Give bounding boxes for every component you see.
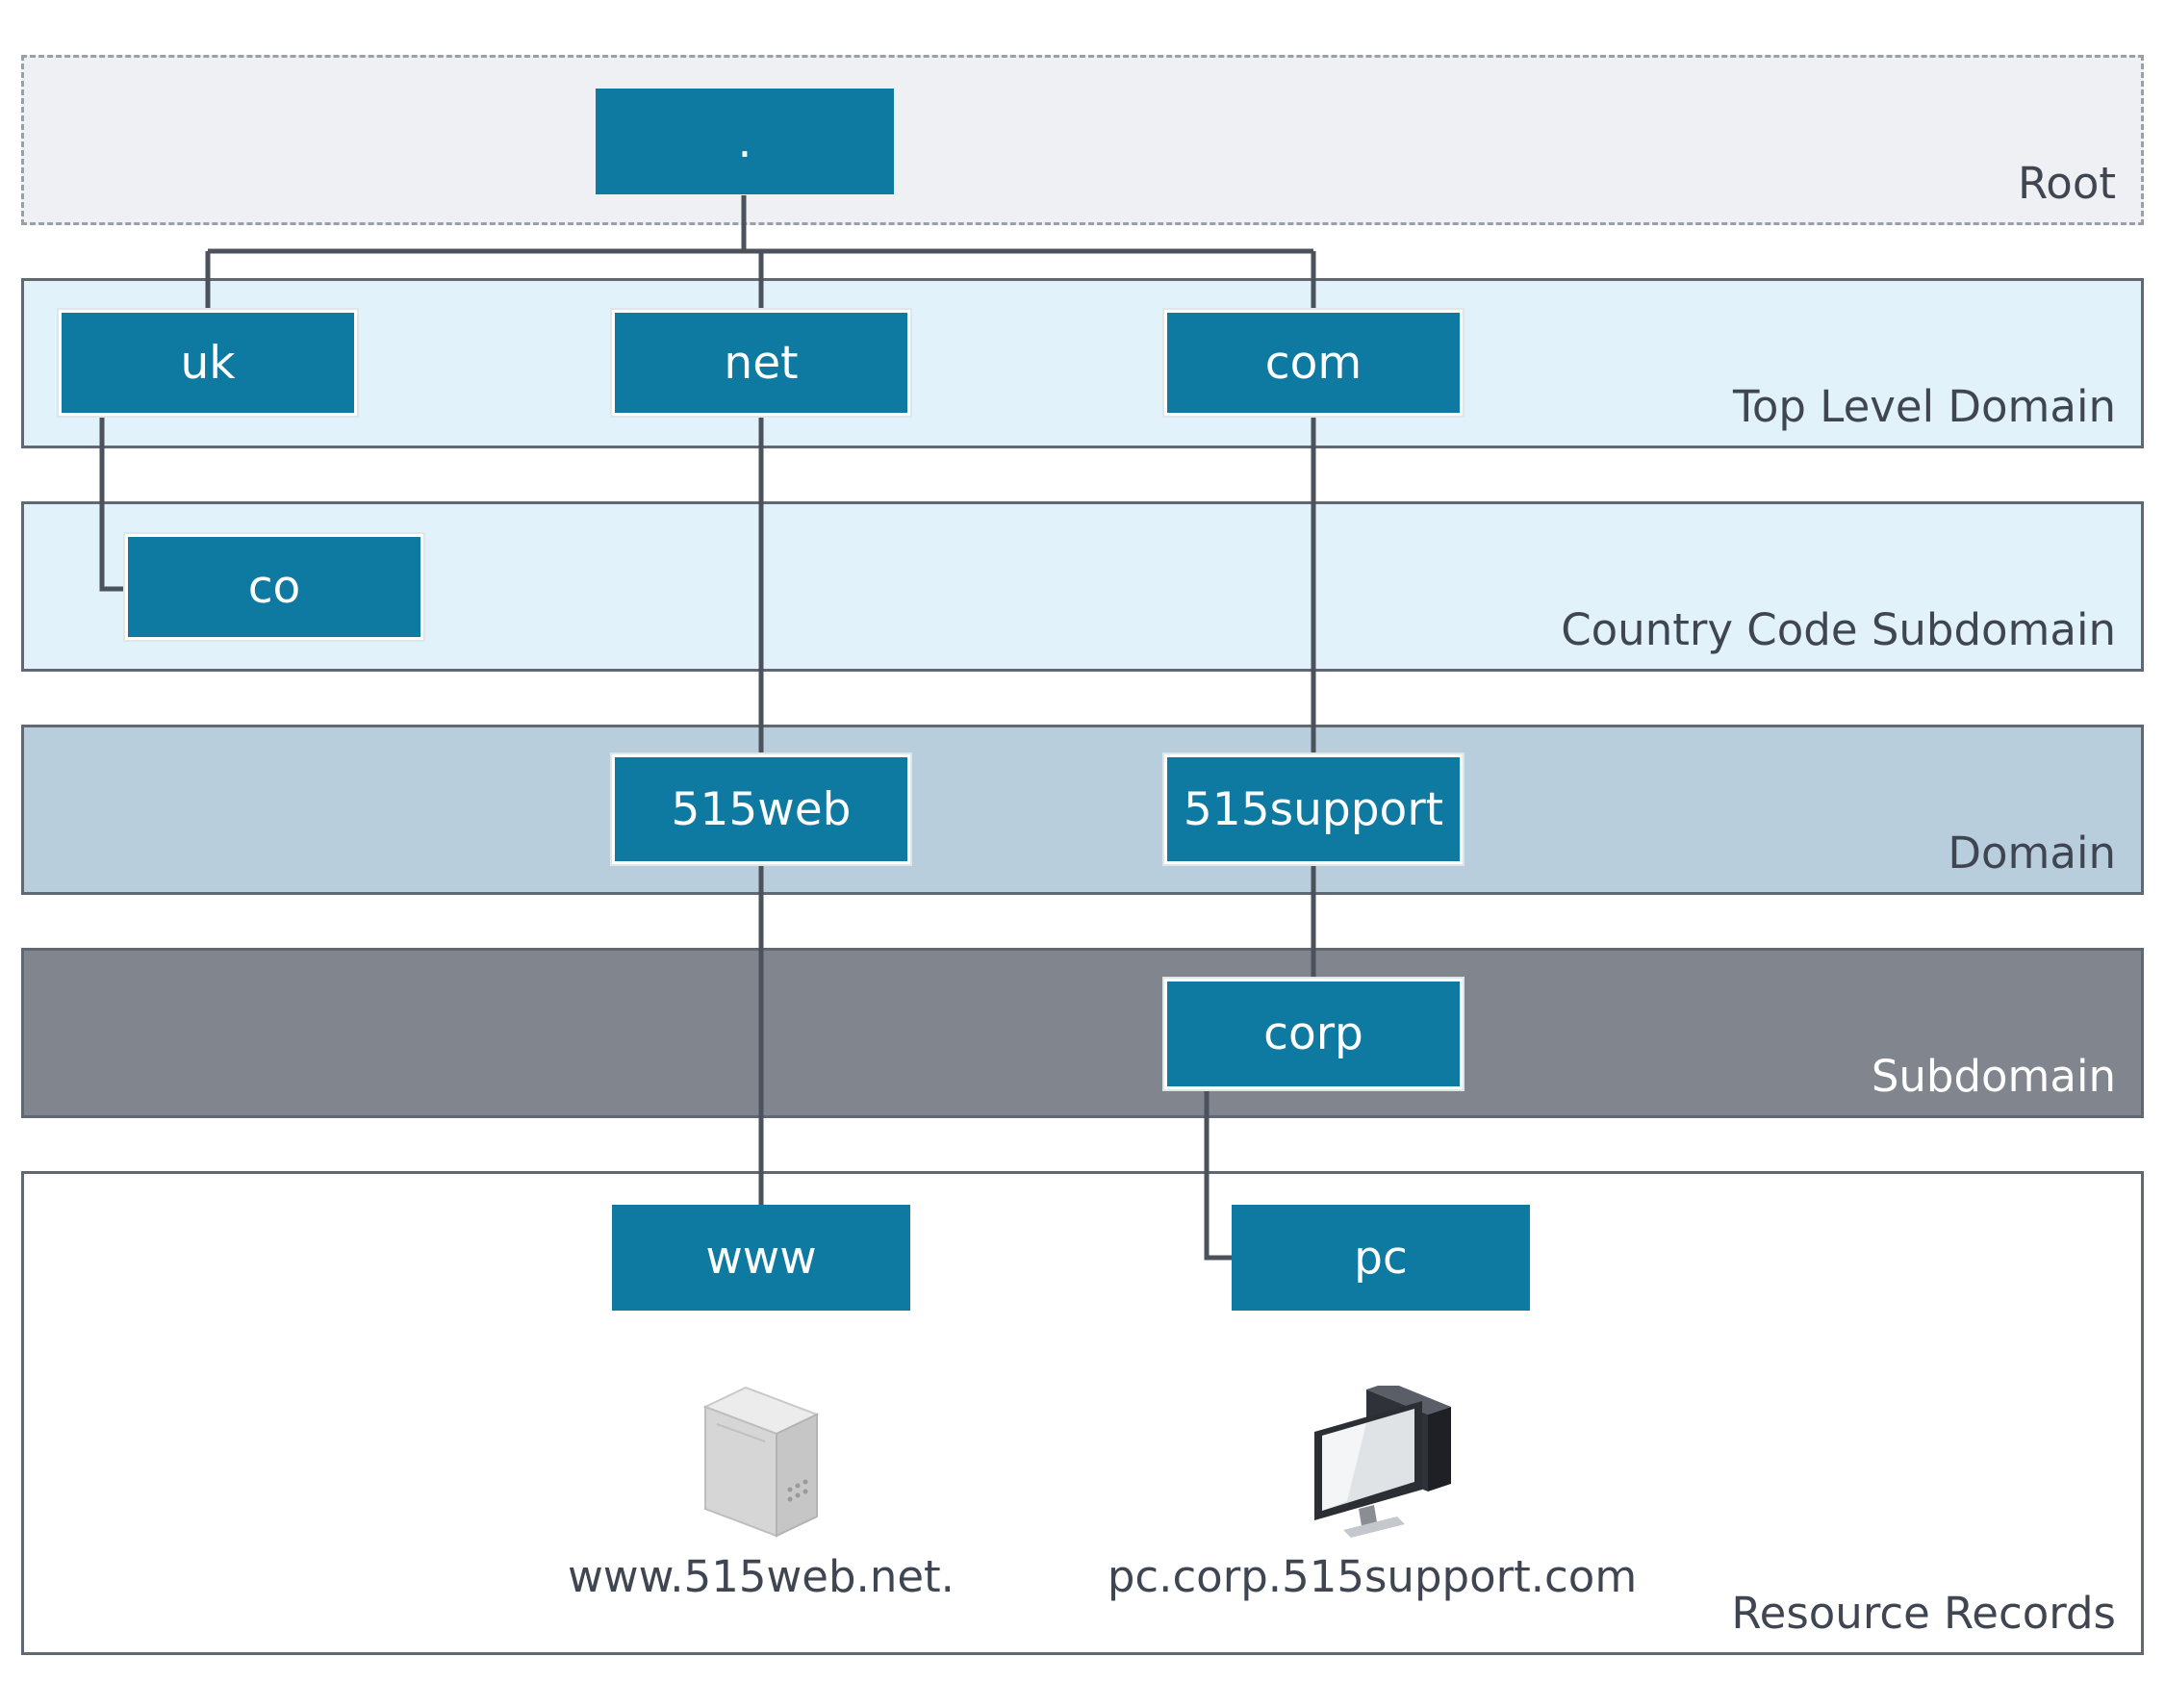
node-label-www: www <box>705 1231 817 1285</box>
node-label-com: com <box>1264 336 1363 390</box>
node-www: www <box>612 1205 910 1311</box>
resource-caption-pc: pc.corp.515support.com <box>1107 1551 1638 1602</box>
node-label-515support: 515support <box>1183 782 1444 836</box>
band-subdomain: Subdomain <box>21 948 2144 1118</box>
node-515web: 515web <box>612 754 910 864</box>
band-domain: Domain <box>21 725 2144 895</box>
band-label-country-code-subdomain: Country Code Subdomain <box>1561 604 2116 655</box>
server-tower-icon <box>702 1386 820 1538</box>
band-label-resource-records: Resource Records <box>1731 1588 2116 1639</box>
node-corp: corp <box>1164 979 1463 1089</box>
node-root: . <box>596 89 894 194</box>
node-uk: uk <box>59 310 357 416</box>
node-label-pc: pc <box>1354 1231 1408 1285</box>
band-resource-records: Resource Records <box>21 1171 2144 1655</box>
desktop-computer-icon <box>1314 1386 1451 1538</box>
band-label-domain: Domain <box>1948 828 2116 879</box>
node-label-co: co <box>247 560 301 614</box>
node-515support: 515support <box>1164 754 1463 864</box>
node-net: net <box>612 310 910 416</box>
node-label-net: net <box>724 336 799 390</box>
node-co: co <box>125 534 423 640</box>
node-label-corp: corp <box>1263 1007 1363 1060</box>
band-label-subdomain: Subdomain <box>1871 1051 2116 1102</box>
node-label-uk: uk <box>180 336 236 390</box>
node-label-root: . <box>737 115 752 168</box>
connector-corp-pc <box>1204 1089 1232 1261</box>
node-com: com <box>1164 310 1463 416</box>
band-root: Root <box>21 55 2144 225</box>
band-top-level-domain: Top Level Domain <box>21 278 2144 448</box>
node-label-515web: 515web <box>671 782 852 836</box>
node-pc: pc <box>1232 1205 1530 1311</box>
connector-uk-co <box>99 418 127 592</box>
band-label-root: Root <box>2018 158 2116 209</box>
band-label-top-level-domain: Top Level Domain <box>1733 381 2116 432</box>
resource-caption-server: www.515web.net. <box>568 1551 955 1602</box>
